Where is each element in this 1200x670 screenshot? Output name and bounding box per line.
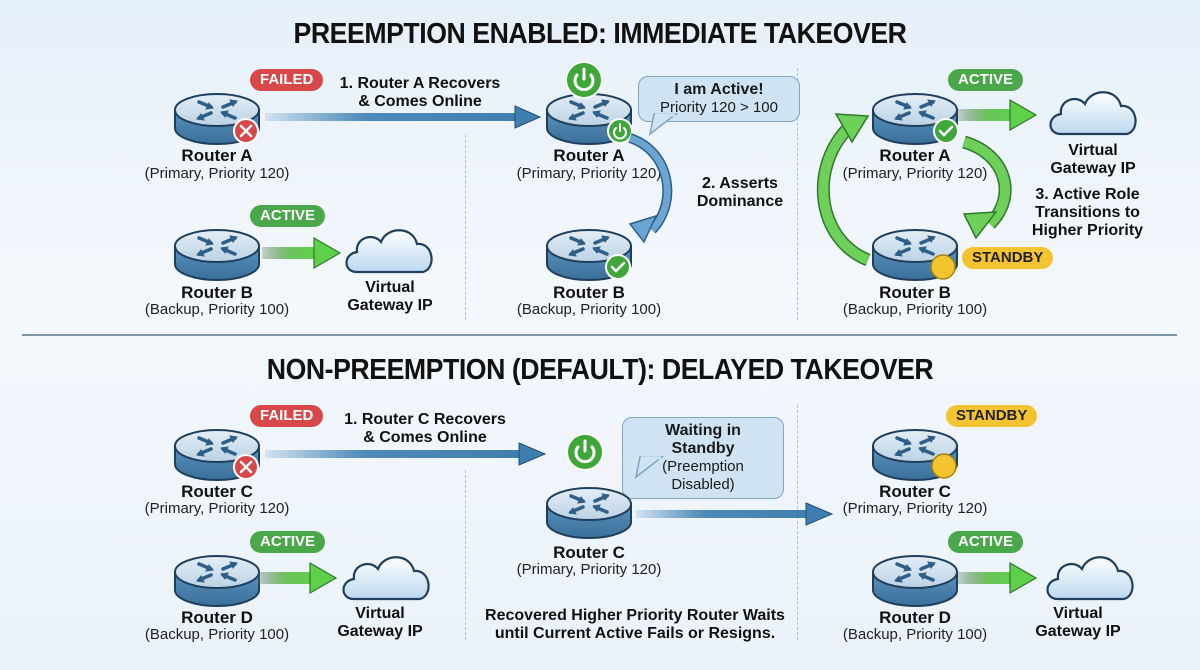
router-b-role: (Backup, Priority 100) (516, 301, 662, 318)
router-d-icon (871, 554, 959, 608)
asserts-curve-arrow (628, 133, 673, 244)
active-badge: ACTIVE (250, 205, 326, 227)
cloud-icon (345, 229, 433, 274)
non-preemption-section-title: NON-PREEMPTION (DEFAULT): DELAYED TAKEOV… (266, 354, 934, 386)
failed-badge: FAILED (250, 69, 324, 91)
step-1-line1: 1. Router A Recovers (339, 75, 501, 92)
router-c-name: Router C (181, 482, 253, 501)
router-a-role: (Primary, Priority 120) (144, 165, 290, 182)
virtual-gateway-label: Virtual Gateway IP (337, 605, 423, 640)
virtual-gateway-label: Virtual Gateway IP (1035, 605, 1121, 640)
section-divider (22, 334, 1177, 336)
role-cycle-arrow-up (816, 113, 871, 267)
router-b-name: Router B (181, 283, 253, 302)
router-b-icon (173, 228, 261, 282)
traffic-arrow (958, 98, 1038, 132)
step-1-label: 1. Router A Recovers & Comes Online (325, 75, 515, 111)
router-b-role: (Backup, Priority 100) (144, 301, 290, 318)
preemption-section-title: PREEMPTION ENABLED: IMMEDIATE TAKEOVER (293, 18, 907, 50)
step-1-line2: & Comes Online (358, 93, 482, 110)
router-a-name: Router A (553, 146, 625, 165)
router-b-name: Router B (879, 283, 951, 302)
failed-x-icon (233, 454, 259, 480)
router-c-role: (Primary, Priority 120) (144, 500, 290, 517)
standby-dot-icon (930, 254, 956, 280)
traffic-arrow (262, 236, 342, 270)
bubble-tail (634, 456, 665, 479)
active-badge: ACTIVE (250, 531, 326, 553)
power-icon (565, 61, 603, 99)
power-status-icon (607, 118, 633, 144)
failed-x-icon (233, 118, 259, 144)
virtual-gateway-label: Virtual Gateway IP (347, 279, 433, 314)
router-c-role: (Primary, Priority 120) (842, 500, 988, 517)
bubble-tail (648, 113, 679, 136)
power-icon (566, 433, 604, 471)
role-cycle-arrow-down (961, 135, 1012, 240)
virtual-gateway-label: Virtual Gateway IP (1050, 142, 1136, 177)
active-badge: ACTIVE (948, 69, 1024, 91)
router-d-role: (Backup, Priority 100) (144, 626, 290, 643)
stage-divider (797, 68, 798, 320)
standby-dot-icon (931, 453, 957, 479)
step-3-label: 3. Active Role Transitions to Higher Pri… (1031, 186, 1144, 239)
standby-badge: STANDBY (946, 405, 1038, 427)
traffic-arrow (258, 561, 338, 595)
router-c-name: Router C (553, 543, 625, 562)
non-preemption-note: Recovered Higher Priority Router Waits u… (485, 607, 785, 642)
standby-transition-arrow (636, 502, 834, 526)
router-b-name: Router B (553, 283, 625, 302)
router-a-name: Router A (879, 146, 951, 165)
router-a-role: (Primary, Priority 120) (516, 165, 662, 182)
traffic-arrow (958, 561, 1038, 595)
recover-arrow (265, 105, 542, 129)
router-a-role: (Primary, Priority 120) (842, 165, 988, 182)
active-badge: ACTIVE (948, 531, 1024, 553)
step-2-label: 2. Asserts Dominance (696, 175, 784, 210)
cloud-icon (1049, 91, 1137, 136)
standby-badge: STANDBY (962, 247, 1054, 269)
check-icon (933, 118, 959, 144)
router-c-role: (Primary, Priority 120) (516, 561, 662, 578)
cloud-icon (1046, 556, 1134, 601)
router-d-icon (173, 554, 261, 608)
router-c-name: Router C (879, 482, 951, 501)
router-c-icon (545, 486, 633, 540)
router-b-role: (Backup, Priority 100) (842, 301, 988, 318)
cloud-icon (342, 556, 430, 601)
router-d-role: (Backup, Priority 100) (842, 626, 988, 643)
router-a-name: Router A (181, 146, 253, 165)
step-1-label: 1. Router C Recovers & Comes Online (344, 411, 506, 446)
recover-arrow (265, 442, 547, 466)
router-d-name: Router D (879, 608, 951, 627)
stage-divider (465, 135, 466, 320)
failed-badge: FAILED (250, 405, 324, 427)
check-icon (605, 254, 631, 280)
stage-divider (797, 405, 798, 640)
router-d-name: Router D (181, 608, 253, 627)
stage-divider (465, 470, 466, 640)
